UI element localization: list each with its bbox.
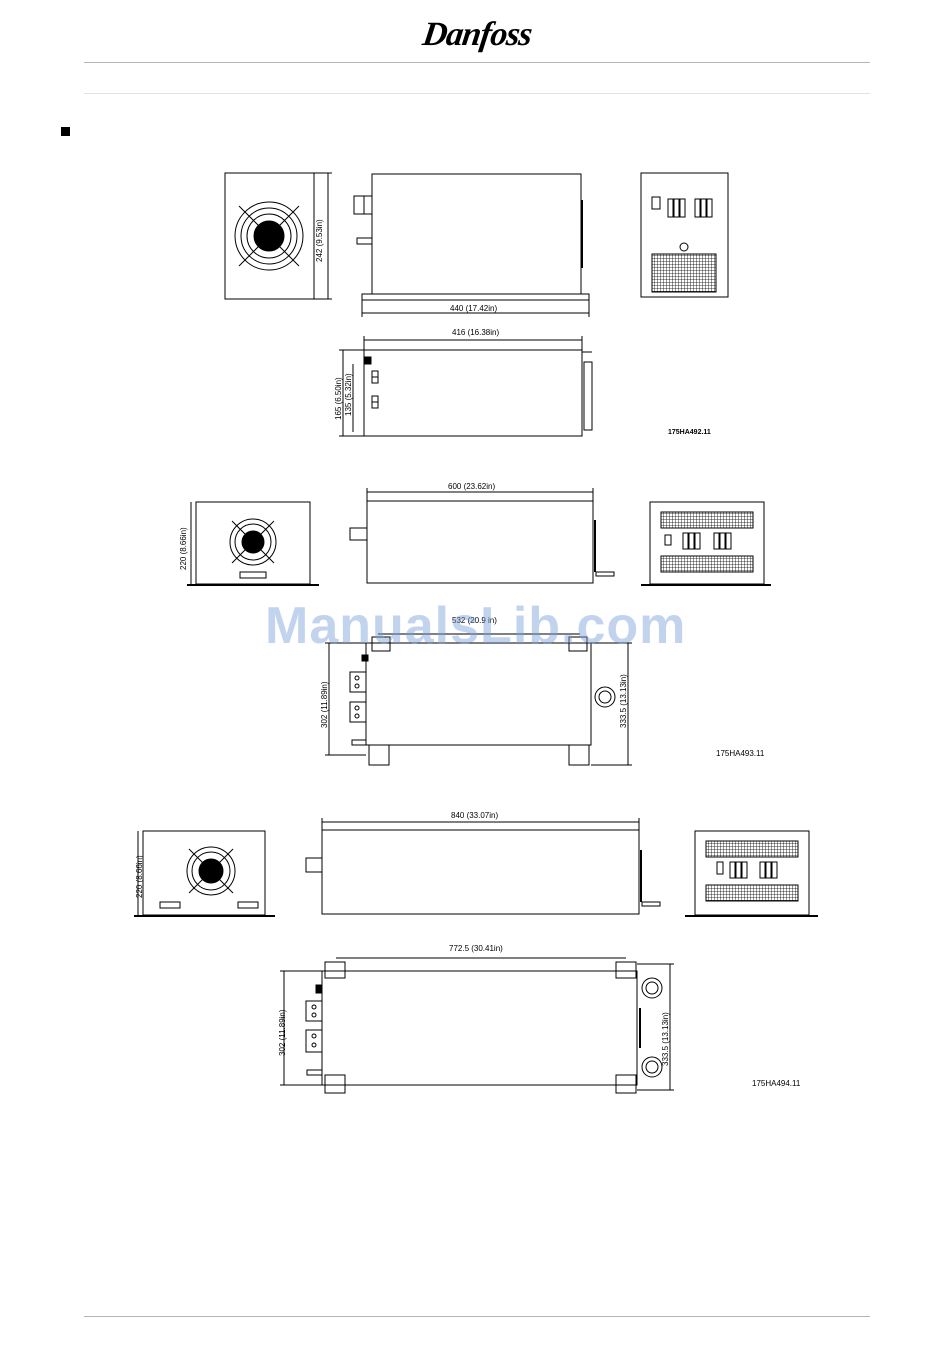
drawing-2-depth-label: 302 (11.89in) bbox=[320, 681, 329, 728]
drawing-3-mount-width-label: 772.5 (30.41in) bbox=[449, 944, 503, 953]
drawing-2-front-view bbox=[187, 502, 319, 585]
drawing-2-height-label: 220 (8.66in) bbox=[179, 527, 188, 570]
watermark: ManualsLib.com bbox=[265, 596, 705, 656]
drawing-2-width-label: 600 (23.62in) bbox=[448, 482, 495, 491]
drawing-1-ref: 175HA492.11 bbox=[668, 429, 711, 436]
drawing-1-depth2-label: 135 (5.32in) bbox=[344, 373, 353, 416]
drawing-1-depth-label: 165 (6.50in) bbox=[334, 377, 343, 420]
footer-rule bbox=[84, 1316, 870, 1317]
drawing-2-ref: 175HA493.11 bbox=[716, 749, 765, 758]
drawing-3-front-view bbox=[134, 831, 275, 916]
drawing-2-mount-depth-label: 333.5 (13.13in) bbox=[619, 674, 628, 728]
drawing-3-top-view bbox=[280, 958, 674, 1093]
drawing-1-end-view bbox=[641, 173, 728, 297]
drawing-3-height-label: 220 (8.66in) bbox=[135, 855, 144, 898]
drawing-3-mount-depth-label: 333.5 (13.13in) bbox=[661, 1012, 670, 1066]
drawing-2-side-view bbox=[350, 488, 614, 583]
drawing-3-width-label: 840 (33.07in) bbox=[451, 811, 498, 820]
drawing-1-mount-width-label: 416 (16.38in) bbox=[452, 328, 499, 337]
drawing-3-end-view bbox=[685, 831, 818, 916]
drawing-3-ref: 175HA494.11 bbox=[752, 1079, 801, 1088]
drawing-2-end-view bbox=[641, 502, 771, 585]
drawing-1-top-view bbox=[339, 336, 592, 436]
drawing-1-width-label: 440 (17.42in) bbox=[450, 304, 497, 313]
drawing-3-depth-label: 302 (11.89in) bbox=[278, 1009, 287, 1056]
drawing-1-side-view bbox=[354, 174, 589, 317]
drawing-3-side-view bbox=[306, 818, 660, 914]
drawing-1-height-label: 242 (9.53in) bbox=[315, 219, 324, 262]
